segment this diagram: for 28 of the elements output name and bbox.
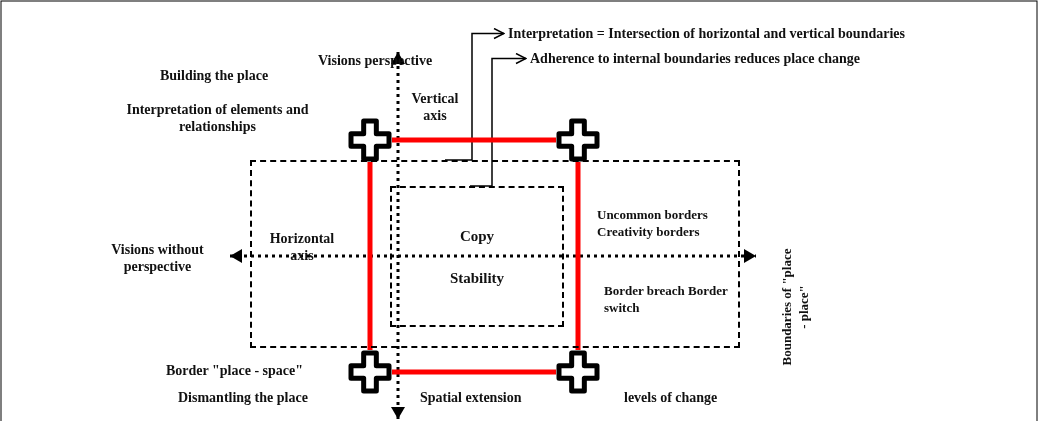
border-line xyxy=(392,137,556,143)
cross-symbol xyxy=(556,350,600,394)
heading-text: Building the place xyxy=(160,67,269,84)
cross-symbol xyxy=(556,118,600,162)
annotation-text: Interpretation of elements and relationships xyxy=(125,101,310,135)
border-line xyxy=(575,162,581,350)
dashed-box xyxy=(250,160,740,348)
annotation-text: Spatial extension xyxy=(420,389,522,406)
annotation-text: Adherence to internal boundaries reduces place change xyxy=(530,50,861,67)
annotation-text: Interpretation = Intersection of horizontal and vertical boundaries xyxy=(508,25,905,42)
border-type-text: Uncommon borders Creativity borders xyxy=(597,206,709,240)
axis-label: Vertical axis xyxy=(410,90,460,124)
annotation-text: Dismantling the place xyxy=(178,389,308,406)
axis-label: Boundaries of "place - place" xyxy=(778,247,812,367)
border-line xyxy=(367,162,373,350)
annotation-text: levels of change xyxy=(624,389,718,406)
border-type-text: Border breach Border switch xyxy=(604,282,729,316)
box-text: Stability xyxy=(448,270,506,287)
axis-label: Visions without perspective xyxy=(110,241,205,275)
box-text: Copy xyxy=(458,228,496,245)
dashed-box xyxy=(390,186,564,327)
annotation-text: Border "place - space" xyxy=(166,362,303,379)
cross-symbol xyxy=(348,118,392,162)
axis-label: Horizontal axis xyxy=(268,230,336,264)
elbow-arrow xyxy=(469,52,527,187)
elbow-arrow xyxy=(444,27,505,161)
border-line xyxy=(392,369,556,375)
cross-symbol xyxy=(348,350,392,394)
